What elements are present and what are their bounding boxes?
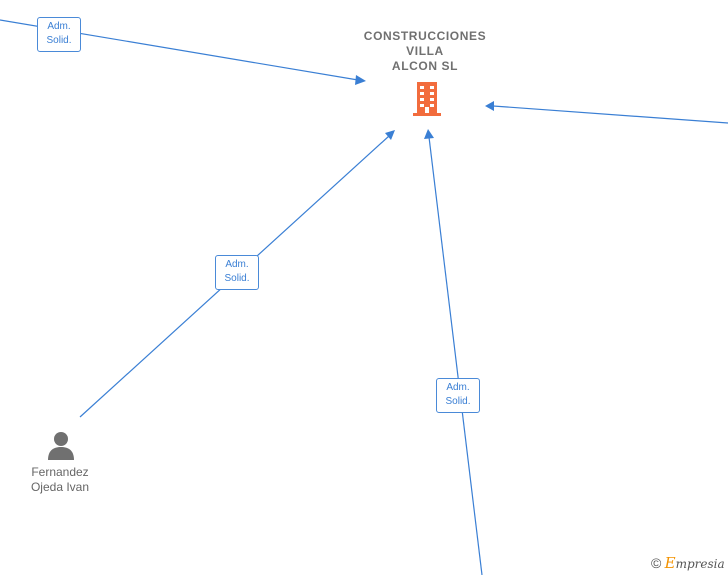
company-name-line-3: ALCON SL (391, 59, 459, 73)
relation-label-bottom[interactable]: Adm. Solid. (436, 378, 480, 413)
relation-label-line: Solid. (46, 35, 72, 46)
person-name[interactable]: Fernandez Ojeda Ivan (10, 465, 110, 495)
relation-label-line: Solid. (445, 396, 471, 407)
person-name-line-2: Ojeda Ivan (30, 480, 90, 494)
arrow-bottom (424, 129, 434, 139)
arrow-right (485, 101, 494, 111)
building-icon[interactable] (411, 81, 443, 117)
relation-label-line: Adm. (446, 382, 470, 393)
company-name[interactable]: CONSTRUCCIONES VILLA ALCON SL (345, 29, 505, 74)
relation-label-line: Adm. (47, 21, 71, 32)
person-icon[interactable] (46, 430, 76, 460)
arrow-top-left (355, 75, 366, 85)
arrow-person (385, 130, 395, 140)
watermark: © Empresia (651, 554, 725, 572)
relation-label-top-left[interactable]: Adm. Solid. (37, 17, 81, 52)
edge-right (492, 105, 728, 124)
company-name-line-1: CONSTRUCCIONES (363, 29, 487, 43)
relation-label-line: Solid. (224, 273, 250, 284)
person-name-line-1: Fernandez (31, 465, 89, 479)
copyright-symbol: © (651, 555, 662, 571)
relation-label-line: Adm. (225, 259, 249, 270)
company-name-line-2: VILLA (406, 44, 444, 58)
edge-bottom (428, 136, 483, 575)
relation-label-person[interactable]: Adm. Solid. (215, 255, 259, 290)
brand-name: mpresia (675, 557, 725, 571)
brand-initial: E (664, 554, 676, 572)
